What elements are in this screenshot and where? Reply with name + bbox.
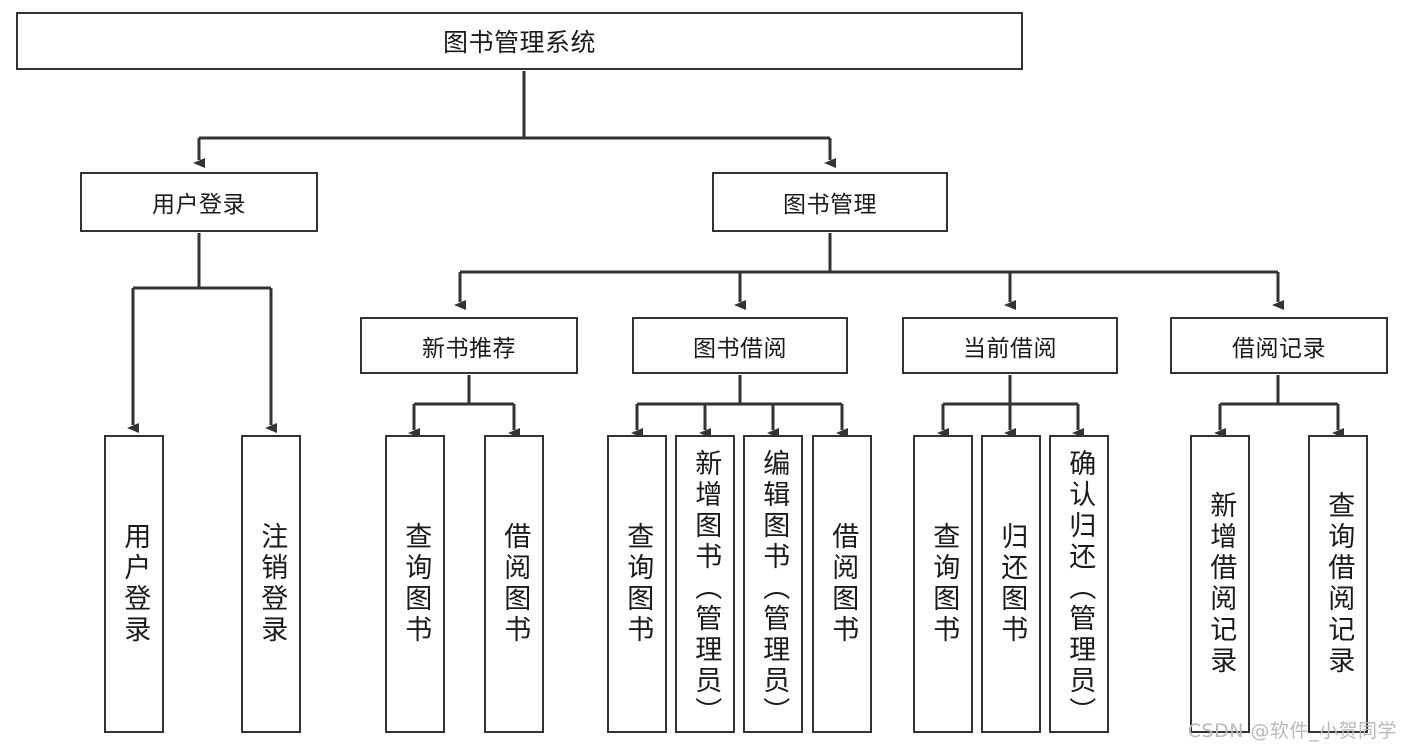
node-label: 查询图书 [400, 522, 432, 646]
node-label: 借阅记录 [1232, 335, 1326, 362]
node-label: 图书管理系统 [442, 28, 596, 57]
leaf-borrow-edit-book[interactable]: 编辑图书（管理员） [743, 435, 803, 733]
node-label: 用户登录 [152, 192, 246, 218]
watermark-text: CSDN @软件_小贺同学 [1187, 720, 1397, 742]
node-label: 图书借阅 [693, 335, 787, 362]
leaf-borrow-borrow-book[interactable]: 借阅图书 [812, 435, 872, 733]
node-borrow-record[interactable]: 借阅记录 [1170, 317, 1388, 374]
node-book-borrow[interactable]: 图书借阅 [632, 317, 848, 374]
leaf-borrow-add-book[interactable]: 新增图书（管理员） [675, 435, 735, 733]
node-label: 当前借阅 [963, 335, 1057, 362]
leaf-borrow-query-book[interactable]: 查询图书 [607, 435, 667, 733]
node-label: 归还图书 [996, 522, 1028, 646]
leaf-user-login-login[interactable]: 用户登录 [104, 435, 164, 733]
node-label: 查询图书 [622, 522, 654, 646]
node-root-system[interactable]: 图书管理系统 [16, 12, 1023, 70]
node-label: 图书管理 [783, 192, 877, 218]
node-label: 用户登录 [119, 522, 151, 646]
node-label: 确认归还（管理员） [1064, 449, 1096, 728]
node-label: 借阅图书 [827, 522, 859, 646]
leaf-new-book-borrow[interactable]: 借阅图书 [484, 435, 544, 733]
leaf-new-book-query[interactable]: 查询图书 [385, 435, 445, 733]
leaf-user-login-logout[interactable]: 注销登录 [241, 435, 301, 733]
node-current-borrow[interactable]: 当前借阅 [902, 317, 1118, 374]
leaf-record-add[interactable]: 新增借阅记录 [1190, 435, 1250, 733]
node-label: 注销登录 [256, 522, 288, 646]
node-label: 新书推荐 [422, 335, 516, 362]
leaf-current-return-book[interactable]: 归还图书 [981, 435, 1041, 733]
node-label: 新增图书（管理员） [690, 449, 722, 728]
leaf-current-confirm-return[interactable]: 确认归还（管理员） [1049, 435, 1109, 733]
node-label: 编辑图书（管理员） [758, 449, 790, 728]
node-label: 新增借阅记录 [1205, 491, 1237, 677]
node-book-management[interactable]: 图书管理 [712, 172, 948, 232]
node-user-login[interactable]: 用户登录 [80, 172, 318, 232]
node-label: 借阅图书 [499, 522, 531, 646]
node-label: 查询借阅记录 [1323, 491, 1355, 677]
leaf-current-query-book[interactable]: 查询图书 [913, 435, 973, 733]
node-label: 查询图书 [928, 522, 960, 646]
node-new-book-recommend[interactable]: 新书推荐 [360, 317, 578, 374]
leaf-record-query[interactable]: 查询借阅记录 [1308, 435, 1368, 733]
